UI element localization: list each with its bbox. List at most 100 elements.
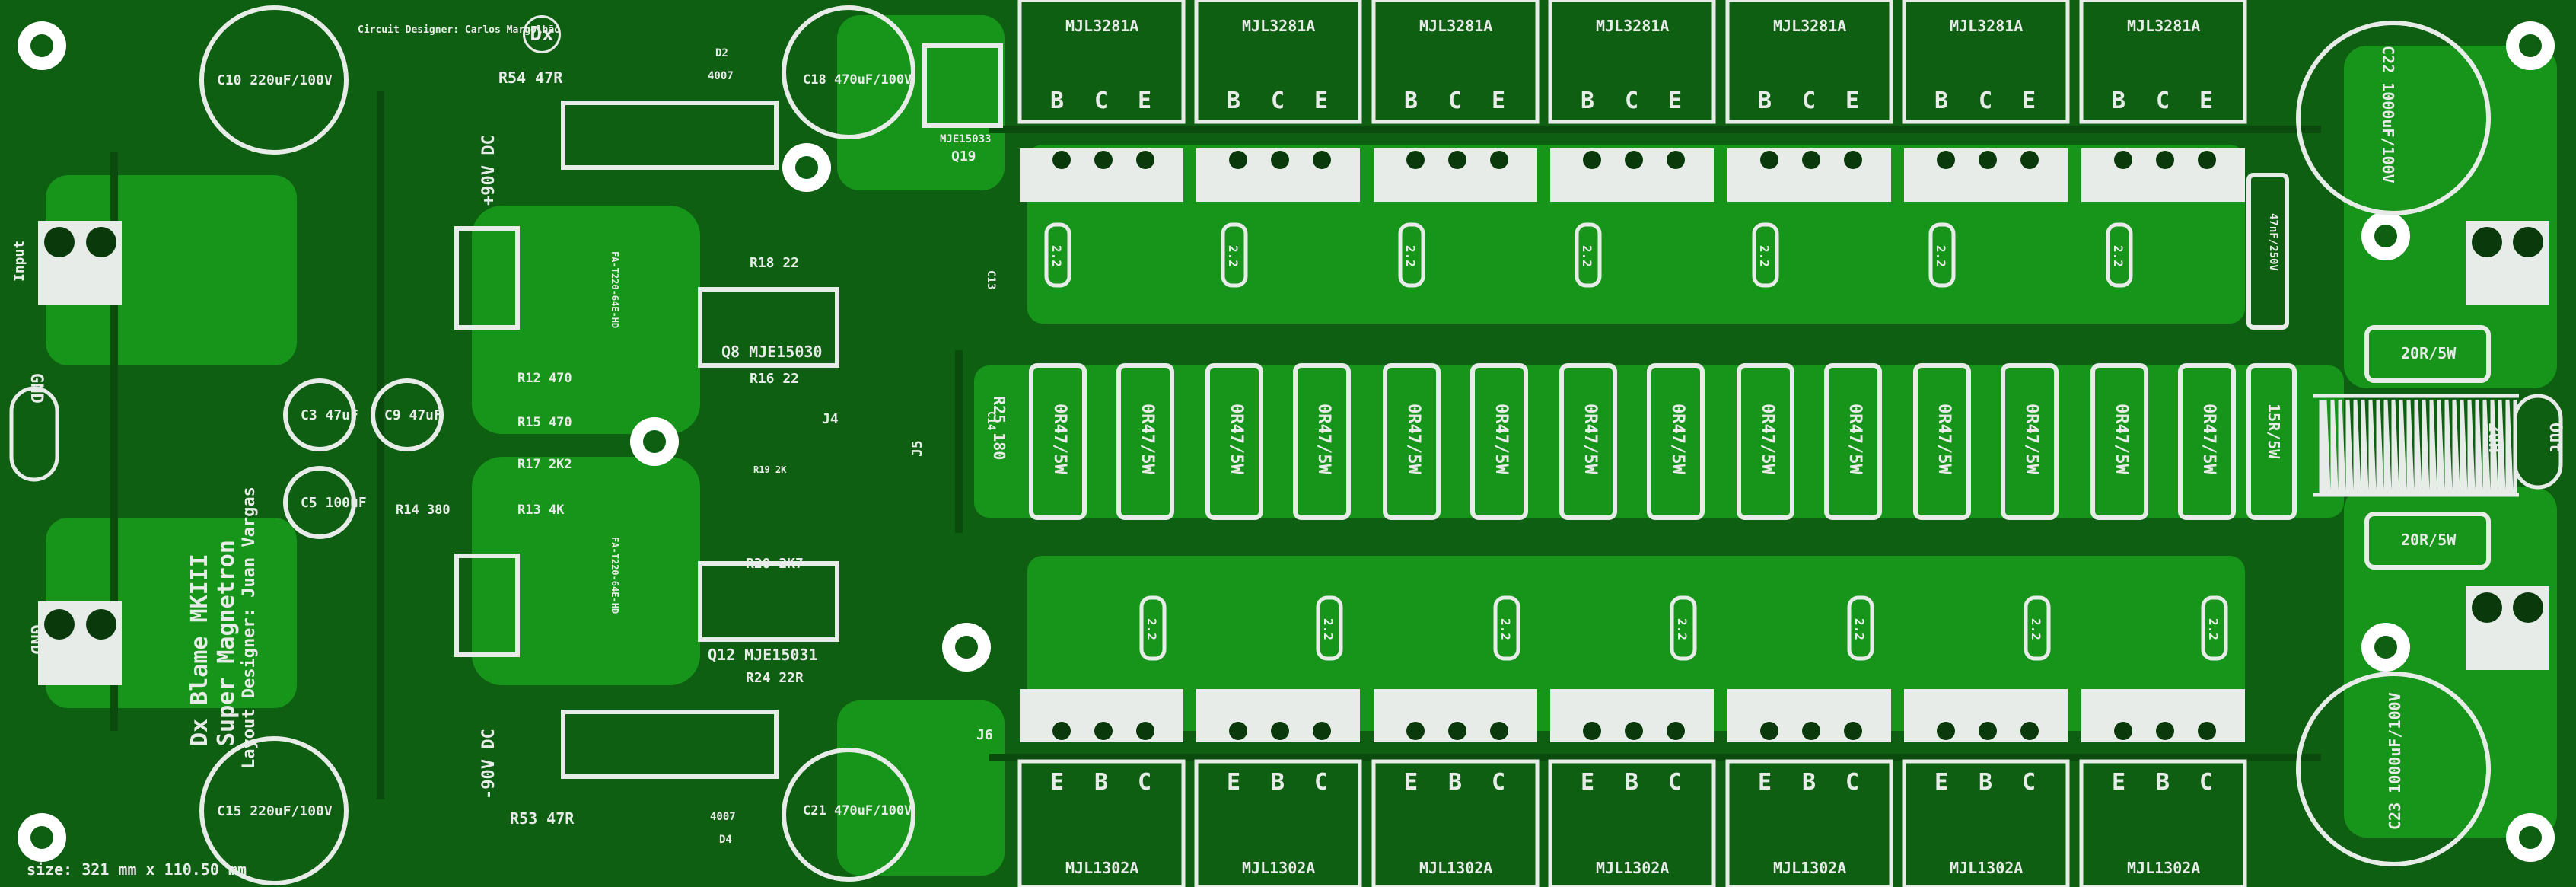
npn-pin-hole bbox=[2156, 151, 2174, 169]
pnp-pin-c-label: C bbox=[2022, 769, 2036, 796]
pnp-pin-hole bbox=[1667, 722, 1685, 740]
board-size: size: 321 mm x 110.50 mm bbox=[27, 860, 247, 879]
npn-pin-hole bbox=[1406, 151, 1425, 169]
label-gnd-bottom: GND bbox=[27, 624, 46, 655]
pnp-base-resistor-label: 2.2 bbox=[1498, 618, 1513, 640]
pnp-base-resistor bbox=[1139, 595, 1167, 661]
pnp-outline bbox=[1194, 759, 1362, 887]
pnp-outline bbox=[1902, 759, 2070, 887]
pnp-pin-c-label: C bbox=[1845, 769, 1860, 796]
pnp-outline bbox=[1017, 759, 1186, 887]
pnp-pin-hole bbox=[1802, 722, 1820, 740]
emitter-resistor-label: 0R47/5W bbox=[1227, 404, 1246, 474]
label-r16: R16 22 bbox=[750, 371, 800, 387]
electrolytic-caps bbox=[199, 5, 2491, 885]
pnp-pin-hole bbox=[2156, 722, 2174, 740]
pnp-base-resistor bbox=[1847, 595, 1874, 661]
npn-pin-e-label: E bbox=[2199, 88, 2214, 114]
npn-pin-c-label: C bbox=[1979, 88, 1993, 114]
pnp-pin-c-label: C bbox=[2199, 769, 2214, 796]
npn-transistor-row bbox=[1017, 0, 2247, 288]
emitter-resistor-label: 0R47/5W bbox=[1758, 404, 1777, 474]
logo-dx: Dx bbox=[523, 15, 561, 53]
npn-pin-hole bbox=[1094, 151, 1113, 169]
npn-pin-hole bbox=[1979, 151, 1997, 169]
npn-pin-hole bbox=[1802, 151, 1820, 169]
npn-outline bbox=[2079, 0, 2247, 124]
label-c15: C15 220uF/100V bbox=[217, 803, 333, 819]
npn-pin-hole bbox=[1229, 151, 1247, 169]
label-c22: C22 1000uF/100V bbox=[2379, 46, 2397, 183]
credit-circuit-designer: Circuit Designer: Carlos Margolhão bbox=[358, 24, 561, 36]
emitter-resistor bbox=[2178, 363, 2236, 520]
label-r14: R14 380 bbox=[396, 503, 451, 518]
npn-pin-hole bbox=[1760, 151, 1778, 169]
pnp-pin-hole bbox=[1448, 722, 1466, 740]
pnp-pin-hole bbox=[2020, 722, 2039, 740]
title-line1: Dx Blame MKIII bbox=[186, 554, 213, 746]
pnp-pin-hole bbox=[1844, 722, 1862, 740]
npn-pin-hole bbox=[1625, 151, 1643, 169]
npn-outline bbox=[1725, 0, 1893, 124]
pnp-pin-hole bbox=[1094, 722, 1113, 740]
npn-pin-b-label: B bbox=[1227, 88, 1241, 114]
label-47n: 47nF/250V bbox=[2267, 213, 2279, 271]
label-v-minus: -90V DC bbox=[479, 729, 498, 799]
label-q12: Q12 MJE15031 bbox=[708, 646, 818, 664]
label-c18: C18 470uF/100V bbox=[803, 72, 912, 88]
cap-c18 bbox=[782, 5, 915, 139]
label-r18: R18 22 bbox=[750, 255, 800, 271]
pnp-part-label: MJL1302A bbox=[1950, 859, 2024, 877]
npn-base-resistor bbox=[1928, 222, 1956, 288]
npn-part-label: MJL3281A bbox=[1596, 17, 1670, 35]
pnp-pin-hole bbox=[1625, 722, 1643, 740]
label-15r: 15R/5W bbox=[2265, 404, 2283, 459]
emitter-resistor-label: 0R47/5W bbox=[1404, 404, 1423, 474]
emitter-resistor bbox=[1029, 363, 1087, 520]
pnp-pin-hole bbox=[1583, 722, 1601, 740]
cap-c5 bbox=[283, 466, 356, 539]
pnp-base-resistor-label: 2.2 bbox=[1675, 618, 1689, 640]
pnp-base-resistor-label: 2.2 bbox=[2029, 618, 2043, 640]
npn-pin-b-label: B bbox=[1758, 88, 1772, 114]
label-r24: R24 22R bbox=[746, 670, 804, 686]
label-20r-bottom: 20R/5W bbox=[2401, 531, 2457, 549]
driver-heatsinks bbox=[454, 43, 1003, 779]
pnp-pin-b-label: B bbox=[1802, 769, 1817, 796]
npn-outline bbox=[1194, 0, 1362, 124]
pnp-pin-hole bbox=[1490, 722, 1508, 740]
npn-outline bbox=[1017, 0, 1186, 124]
pnp-pin-e-label: E bbox=[1404, 769, 1419, 796]
label-d2-part: 4007 bbox=[708, 70, 734, 82]
pnp-pin-hole bbox=[1052, 722, 1071, 740]
emitter-resistor bbox=[2090, 363, 2148, 520]
mounting-holes bbox=[18, 21, 2555, 862]
pnp-transistor-row bbox=[1017, 595, 2247, 887]
npn-pin-e-label: E bbox=[1314, 88, 1329, 114]
npn-pin-hole bbox=[1844, 151, 1862, 169]
npn-pin-hole bbox=[1271, 151, 1289, 169]
npn-outline bbox=[1371, 0, 1540, 124]
cap-c21 bbox=[782, 748, 915, 882]
pnp-outline bbox=[1725, 759, 1893, 887]
npn-pin-hole bbox=[1937, 151, 1955, 169]
pnp-base-resistor-label: 2.2 bbox=[1145, 618, 1159, 640]
pnp-part-label: MJL1302A bbox=[1065, 859, 1139, 877]
emitter-resistor-label: 0R47/5W bbox=[2112, 404, 2131, 474]
label-j5: J5 bbox=[909, 440, 925, 457]
pnp-pin-e-label: E bbox=[1227, 769, 1241, 796]
pnp-pin-c-label: C bbox=[1492, 769, 1506, 796]
npn-part-label: MJL3281A bbox=[1950, 17, 2024, 35]
label-j6: J6 bbox=[976, 727, 993, 743]
label-r17: R17 2K2 bbox=[517, 457, 572, 472]
pnp-pin-e-label: E bbox=[1581, 769, 1595, 796]
label-q8: Q8 MJE15030 bbox=[721, 343, 823, 361]
npn-pin-hole bbox=[1667, 151, 1685, 169]
label-c10: C10 220uF/100V bbox=[217, 72, 333, 88]
npn-pin-b-label: B bbox=[1050, 88, 1065, 114]
pnp-base-resistor-label: 2.2 bbox=[1852, 618, 1867, 640]
pnp-base-resistor bbox=[2201, 595, 2228, 661]
title-layout-designer: Layout Designer: Juan Vargas bbox=[240, 487, 259, 769]
npn-pin-b-label: B bbox=[1581, 88, 1595, 114]
pnp-pin-b-label: B bbox=[1979, 769, 1993, 796]
